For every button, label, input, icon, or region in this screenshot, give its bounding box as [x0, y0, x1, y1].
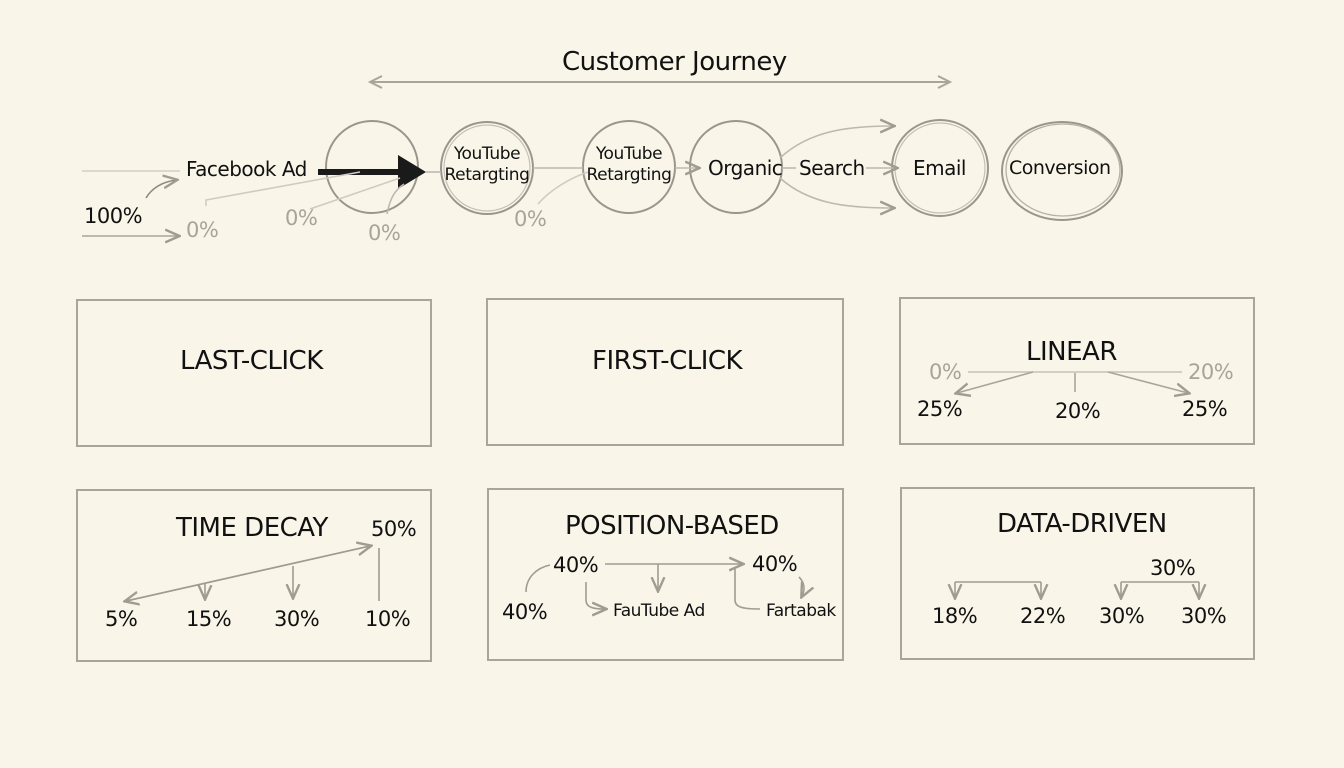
- touchpoint-email: Email: [913, 156, 967, 180]
- position-pct-left-bottom: 40%: [502, 600, 548, 624]
- model-card-data-driven: [900, 487, 1255, 660]
- model-title-position-based: POSITION-BASED: [565, 511, 779, 541]
- data-driven-pct-3: 30%: [1099, 604, 1145, 628]
- journey-title: Customer Journey: [562, 47, 787, 77]
- position-pct-left-top: 40%: [553, 553, 599, 577]
- touchpoint-circle-empty: [325, 120, 419, 214]
- model-title-data-driven: DATA-DRIVEN: [997, 509, 1167, 539]
- linear-pct-top-right: 20%: [1188, 360, 1234, 384]
- model-card-position-based: [487, 488, 844, 661]
- time-decay-pct-4: 10%: [365, 607, 411, 631]
- position-pct-right-top: 40%: [752, 552, 798, 576]
- journey-pct-4: 0%: [514, 207, 547, 231]
- data-driven-pct-4: 30%: [1181, 604, 1227, 628]
- time-decay-pct-peak: 50%: [371, 517, 417, 541]
- model-card-last-click: LAST-CLICK: [76, 299, 432, 447]
- model-card-linear: [899, 297, 1255, 445]
- journey-pct-3: 0%: [368, 221, 401, 245]
- touchpoint-label-line2: Retargting: [586, 165, 672, 185]
- time-decay-pct-1: 5%: [105, 607, 138, 631]
- journey-pct-start: 100%: [84, 204, 143, 228]
- model-title-first-click: FIRST-CLICK: [592, 346, 743, 376]
- touchpoint-label-line1: YouTube: [595, 144, 663, 164]
- touchpoint-label-line2: Retargting: [444, 165, 530, 185]
- data-driven-pct-top: 30%: [1150, 556, 1196, 580]
- touchpoint-search: Search: [799, 156, 865, 180]
- position-label-right: Fartabak: [766, 601, 836, 621]
- position-label-mid: FauTube Ad: [613, 601, 705, 621]
- journey-pct-1: 0%: [186, 218, 219, 242]
- linear-pct-bottom-1: 25%: [917, 397, 963, 421]
- touchpoint-label-line1: YouTube: [453, 144, 521, 164]
- model-title-linear: LINEAR: [1026, 337, 1117, 367]
- data-driven-pct-2: 22%: [1020, 604, 1066, 628]
- touchpoint-circle-youtube-2: [582, 120, 676, 214]
- touchpoint-facebook-ad: Facebook Ad: [186, 157, 307, 181]
- touchpoint-youtube-retargeting-1: YouTube Retargting: [440, 144, 534, 186]
- linear-pct-bottom-2: 20%: [1055, 399, 1101, 423]
- journey-double-arrow: [367, 75, 953, 89]
- model-title-last-click: LAST-CLICK: [180, 346, 323, 376]
- model-card-time-decay: [76, 489, 432, 662]
- linear-pct-top-left: 0%: [929, 360, 962, 384]
- time-decay-pct-3: 30%: [274, 607, 320, 631]
- data-driven-pct-1: 18%: [932, 604, 978, 628]
- journey-pct-2: 0%: [285, 206, 318, 230]
- touchpoint-conversion: Conversion: [1009, 157, 1111, 179]
- touchpoint-organic: Organic: [708, 156, 783, 180]
- linear-pct-bottom-3: 25%: [1182, 397, 1228, 421]
- touchpoint-youtube-retargeting-2: YouTube Retargting: [582, 144, 676, 186]
- model-card-first-click: FIRST-CLICK: [486, 298, 844, 446]
- touchpoint-circle-conversion: [1001, 121, 1123, 221]
- bold-arrow: [318, 155, 426, 189]
- model-title-time-decay: TIME DECAY: [176, 513, 328, 543]
- time-decay-pct-2: 15%: [186, 607, 232, 631]
